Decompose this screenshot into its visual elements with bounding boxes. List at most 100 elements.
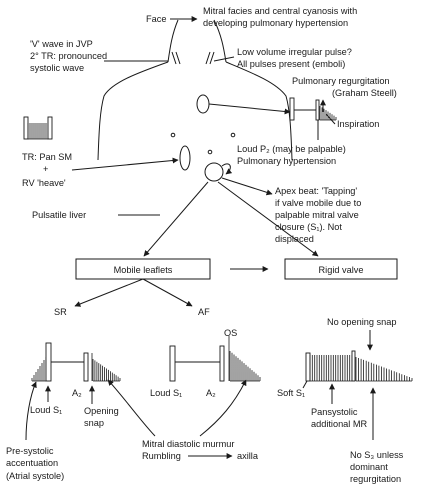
rigid-pansys-lines — [309, 355, 353, 382]
pulse-pointer — [213, 56, 235, 62]
os-label: OS — [224, 328, 237, 338]
loud-s1-left-label: Loud S₁ — [30, 405, 62, 415]
presys-line-3: (Atrial systole) — [6, 471, 64, 481]
pulmonary-area-arrow — [208, 103, 291, 115]
sr-mdm-lines — [92, 359, 121, 382]
facies-line-1: Mitral facies and central cyanosis with — [203, 6, 357, 16]
rigid-waveform: No opening snap Soft S₁ Pansystolic addi… — [277, 317, 413, 484]
pr-line-1: Pulmonary regurgitation — [292, 76, 390, 86]
opening-snap-line-1: Opening — [84, 406, 119, 416]
face-label: Face — [146, 14, 166, 24]
tr-s2-bar — [47, 116, 53, 140]
flow: Mobile leaflets Rigid valve SR AF — [54, 181, 398, 317]
rigid-soft-s1-bar — [305, 352, 311, 382]
inspiration-pointer — [325, 113, 336, 125]
sr-presys-lines — [31, 357, 47, 382]
presys-line-1: Pre-systolic — [6, 446, 54, 456]
tr-murmur-lines — [27, 123, 49, 140]
pr-murmur-lines — [319, 106, 337, 121]
sr-diastolic-murmur — [92, 359, 121, 382]
af-mdm-lines — [229, 351, 261, 382]
pansys-line-2: additional MR — [311, 419, 368, 429]
tr-line-1: TR: Pan SM — [22, 152, 72, 162]
liver-label: Pulsatile liver — [32, 210, 86, 220]
apex-tap-arrow — [221, 163, 233, 175]
neck-left — [167, 19, 179, 63]
tr-arrow — [71, 157, 179, 171]
bottom-annotations: Loud S₁ Opening snap Loud S₁ Pre-systoli… — [6, 379, 259, 481]
sr-label: SR — [54, 307, 67, 317]
rigid-diastolic-murmur — [355, 357, 413, 382]
rigid-valve-box — [284, 258, 398, 280]
tr-line-2: + — [43, 164, 48, 174]
loud-s1-mid-label: Loud S₁ — [150, 388, 182, 398]
pansys-line-1: Pansystolic — [311, 407, 358, 417]
presys-line-2: accentuation — [6, 458, 58, 468]
apex-line-1: Apex beat: 'Tapping' — [275, 186, 357, 196]
mdm-arrow-mid — [199, 379, 247, 437]
axilla-label: axilla — [237, 451, 259, 461]
apex-line-3: palpable mitral valve — [275, 210, 359, 220]
soft-s1-label: Soft S₁ — [277, 388, 305, 398]
right-nipple — [230, 132, 236, 138]
sr-loud-s1-bar — [45, 342, 52, 382]
inspiration-label: Inspiration — [337, 119, 379, 129]
facies-line-2: developing pulmonary hypertension — [203, 18, 348, 28]
presys-arrow — [25, 381, 37, 441]
to-rigid-arrow — [217, 181, 319, 257]
no-snap-label: No opening snap — [327, 317, 396, 327]
pr-murmur — [319, 106, 337, 121]
rigid-mdm-lines — [355, 357, 413, 382]
nos3-line-3: regurgitation — [350, 474, 401, 484]
presystolic-murmur — [31, 357, 47, 382]
jvp-line-3: systolic wave — [30, 63, 84, 73]
rigid-valve-label: Rigid valve — [319, 265, 364, 275]
a2-mid-label: A₂ — [206, 388, 216, 398]
left-shoulder — [97, 61, 169, 161]
af-a2-bar — [219, 345, 225, 382]
pulse-line-2: All pulses present (emboli) — [237, 59, 345, 69]
mdm-arrow-left — [107, 379, 156, 437]
tr-murmur — [27, 123, 49, 140]
rigid-s2-bar — [351, 350, 356, 382]
sr-waveform: A₂ — [31, 342, 121, 398]
soft-s1-pointer — [302, 380, 308, 389]
apex-area — [204, 162, 224, 182]
tricuspid-area — [179, 145, 191, 171]
af-label: AF — [198, 307, 210, 317]
tr-line-3: RV 'heave' — [22, 178, 66, 188]
rumbling-label: Rumbling — [142, 451, 181, 461]
apex-annotation: Apex beat: 'Tapping' if valve mobile due… — [221, 177, 361, 244]
left-nipple — [170, 132, 176, 138]
jvp-line-1: 'V' wave in JVP — [30, 39, 93, 49]
right-shoulder — [225, 61, 293, 161]
pansystolic-murmur — [309, 355, 353, 382]
nos3-line-1: No S₃ unless — [350, 450, 404, 460]
apex-line-2: if valve mobile due to — [275, 198, 361, 208]
pr-line-2: (Graham Steell) — [332, 88, 397, 98]
pulse-line-1: Low volume irregular pulse? — [237, 47, 352, 57]
apex-arrow — [221, 177, 273, 196]
af-waveform: OS A₂ — [169, 328, 261, 398]
jvp-line-2: 2° TR: pronounced — [30, 51, 107, 61]
af-loud-s1-bar — [169, 345, 176, 382]
pr-s1-bar — [289, 97, 295, 121]
to-mobile-arrow — [143, 181, 209, 257]
p2-line-2: Pulmonary hypertension — [237, 156, 336, 166]
mobile-leaflets-label: Mobile leaflets — [114, 265, 173, 275]
mdm-label: Mitral diastolic murmur — [142, 439, 234, 449]
tr-s1-bar — [23, 116, 29, 140]
to-sr-arrow — [74, 278, 144, 307]
jvp-mark-right — [205, 51, 215, 65]
left-annotations: TR: Pan SM + RV 'heave' Pulsatile liver — [22, 116, 179, 220]
af-diastolic-murmur — [229, 351, 261, 382]
apex-line-4: closure (S₁). Not — [275, 222, 342, 232]
a2-left-label: A₂ — [72, 388, 82, 398]
sr-a2-bar — [83, 352, 89, 382]
to-af-arrow — [142, 278, 193, 307]
p2-line-1: Loud P₂ (may be palpable) — [237, 144, 346, 154]
tr-waveform — [23, 116, 53, 140]
sternum-mark — [207, 149, 213, 155]
